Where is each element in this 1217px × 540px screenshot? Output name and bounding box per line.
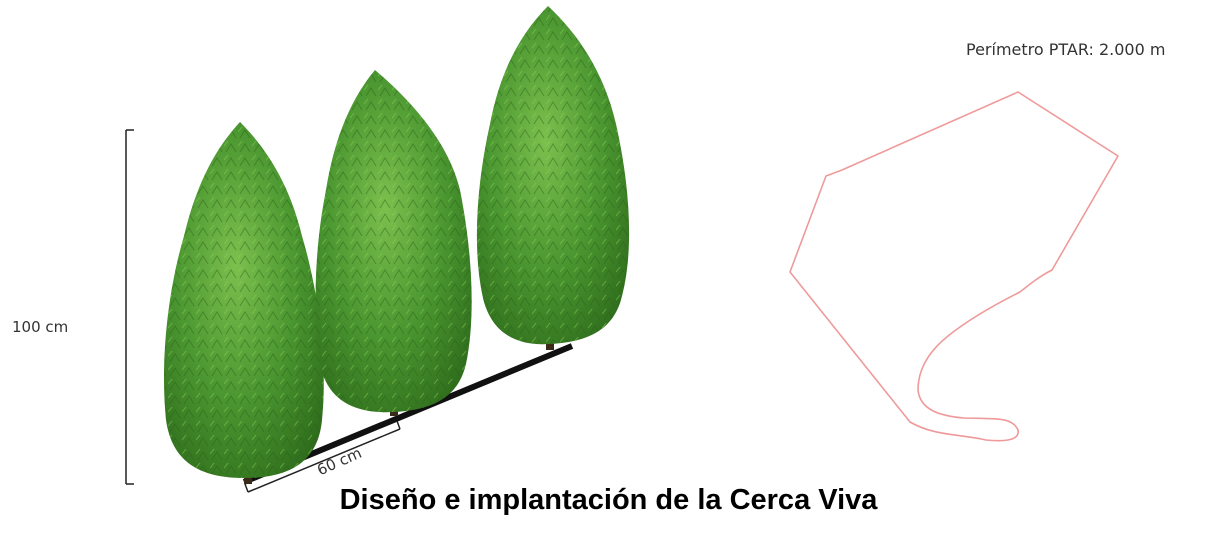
cypress-tree-icon	[476, 6, 630, 350]
diagram-title: Diseño e implantación de la Cerca Viva	[339, 484, 878, 516]
spacing-dimension-line	[244, 420, 401, 493]
cypress-tree-icon	[315, 70, 472, 416]
height-dimension-line	[125, 129, 134, 485]
perimeter-label: Perímetro PTAR: 2.000 m	[966, 40, 1166, 59]
height-label: 100 cm	[12, 318, 69, 336]
ptar-perimeter-outline	[789, 91, 1119, 442]
cypress-tree-icon	[164, 122, 324, 484]
